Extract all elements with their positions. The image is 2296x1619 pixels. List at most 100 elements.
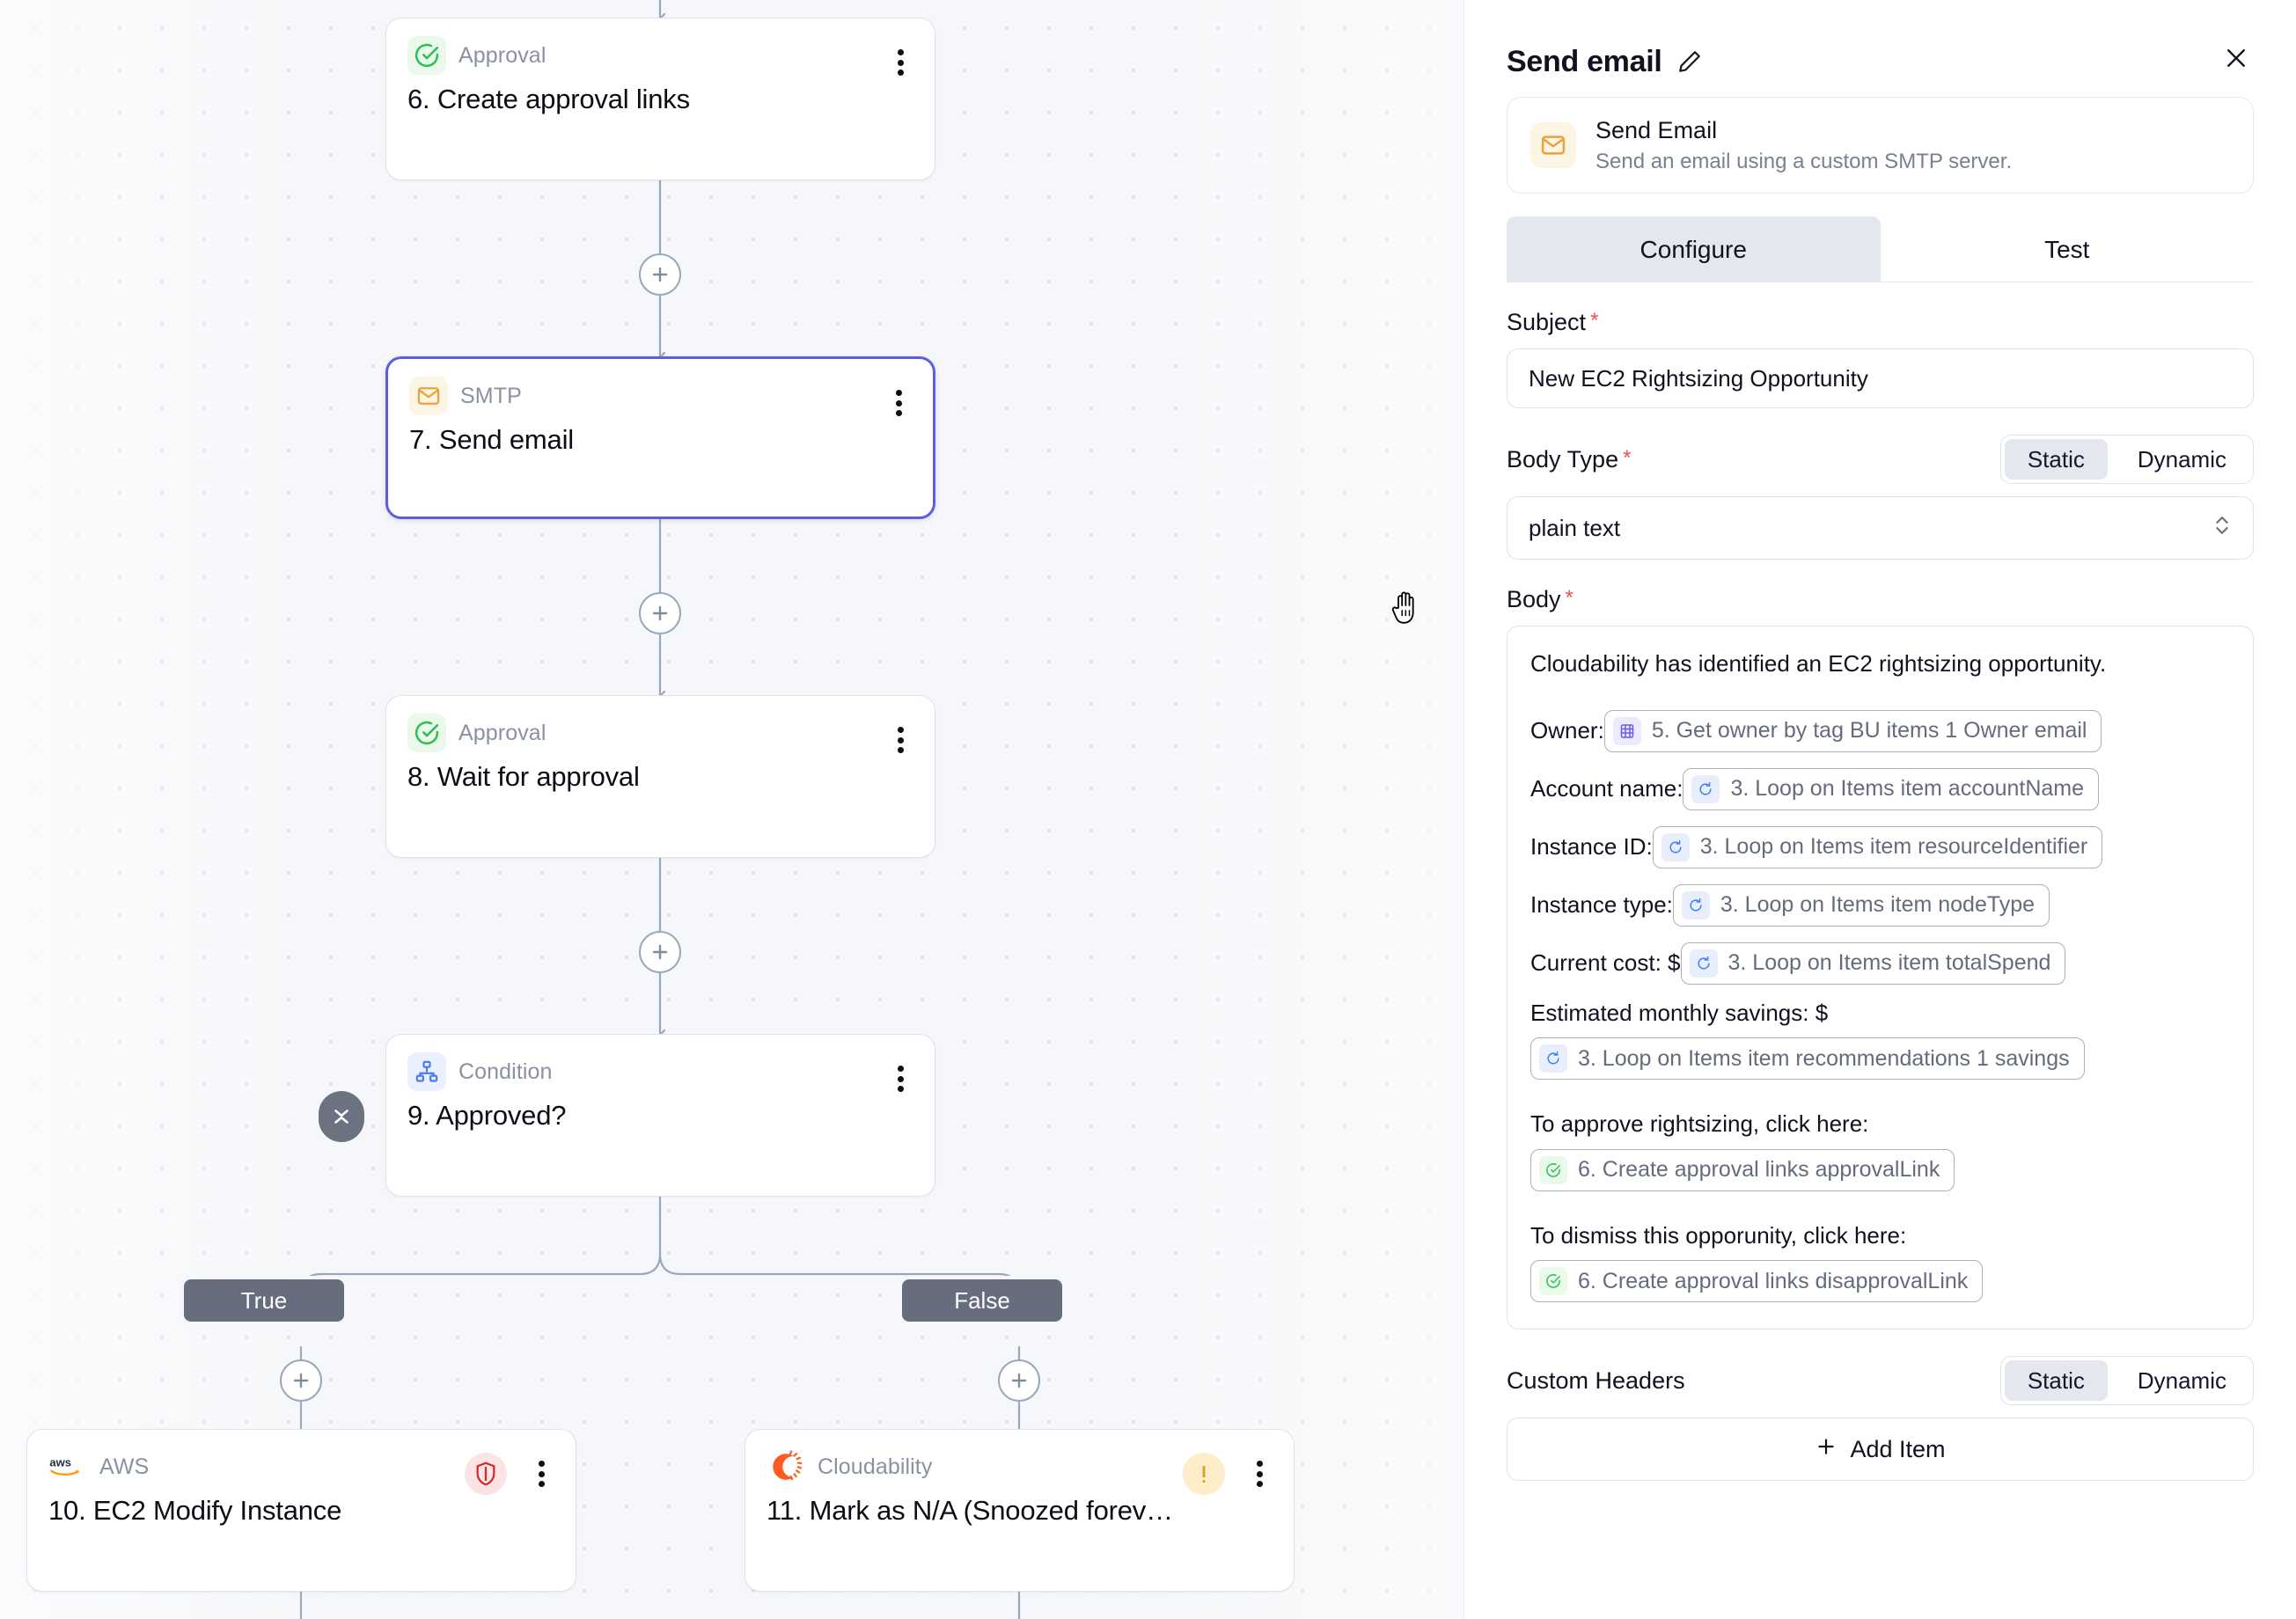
body-row-instance-id: Instance ID: 3. Loop on Items item resou…	[1530, 825, 2230, 868]
workflow-node-9[interactable]: Condition 9. Approved?	[385, 1034, 935, 1197]
body-intro-text: Cloudability has identified an EC2 right…	[1530, 650, 2107, 677]
body-row-label: Instance type:	[1530, 891, 1673, 918]
branch-label-false[interactable]: False	[899, 1276, 1066, 1325]
body-row-instance-type: Instance type: 3. Loop on Items item nod…	[1530, 883, 2230, 927]
body-type-select-value: plain text	[1529, 514, 1621, 541]
node-config-panel: Send email Send Email Send an email usin…	[1463, 0, 2296, 1619]
exclamation-alert-icon[interactable]	[1183, 1453, 1225, 1495]
dynamic-token-label: 5. Get owner by tag BU items 1 Owner ema…	[1651, 718, 2087, 743]
workflow-node-11[interactable]: Cloudability 11. Mark as N/A (Snoozed fo…	[745, 1429, 1295, 1592]
body-row-label: Current cost: $	[1530, 949, 1681, 976]
body-type-label-text: Body Type	[1507, 445, 1619, 473]
node-header: Cloudability	[745, 1430, 1294, 1484]
node-type-label: Approval	[458, 720, 546, 745]
dismiss-label: To dismiss this opporunity, click here:	[1530, 1221, 1907, 1249]
dynamic-token-node-type[interactable]: 3. Loop on Items item nodeType	[1672, 883, 2050, 927]
branch-label-true[interactable]: True	[180, 1276, 348, 1325]
node-header: aws AWS	[27, 1430, 576, 1484]
tab-test[interactable]: Test	[2044, 236, 2090, 263]
savings-label: Estimated monthly savings: $	[1530, 999, 1829, 1026]
add-step-button[interactable]	[280, 1359, 322, 1402]
custom-headers-label: Custom Headers	[1507, 1366, 1685, 1394]
envelope-icon	[409, 377, 448, 415]
dynamic-token-label: 3. Loop on Items item totalSpend	[1728, 950, 2051, 975]
action-summary-card: Send Email Send an email using a custom …	[1507, 97, 2254, 194]
node-menu-button[interactable]	[889, 1061, 912, 1096]
node-header: SMTP	[388, 359, 933, 415]
chevron-updown-icon	[2212, 512, 2232, 545]
node-menu-button[interactable]	[887, 385, 910, 421]
check-circle-icon	[407, 36, 446, 75]
body-label-text: Body	[1507, 586, 1561, 612]
approve-token-row: 6. Create approval links approvalLink	[1530, 1148, 2230, 1191]
subject-input[interactable]: New EC2 Rightsizing Opportunity	[1507, 348, 2254, 408]
dynamic-token-total-spend[interactable]: 3. Loop on Items item totalSpend	[1680, 941, 2066, 985]
body-type-label: Body Type*	[1507, 446, 1631, 473]
aws-logo-icon: aws	[48, 1447, 87, 1486]
add-item-button[interactable]: Add Item	[1507, 1418, 2254, 1481]
add-step-button[interactable]	[639, 253, 681, 296]
node-menu-button[interactable]	[530, 1456, 553, 1491]
dynamic-token-account-name[interactable]: 3. Loop on Items item accountName	[1683, 767, 2100, 810]
dynamic-token-owner-email[interactable]: 5. Get owner by tag BU items 1 Owner ema…	[1603, 709, 2102, 752]
node-header: Approval	[386, 696, 935, 752]
loop-icon	[1661, 832, 1690, 861]
dismiss-token-row: 6. Create approval links disapprovalLink	[1530, 1260, 2230, 1302]
node-type-label: Condition	[458, 1059, 553, 1084]
add-item-label: Add Item	[1850, 1435, 1946, 1462]
dynamic-token-resource-identifier[interactable]: 3. Loop on Items item resourceIdentifier	[1652, 825, 2103, 868]
workflow-node-6[interactable]: Approval 6. Create approval links	[385, 18, 935, 180]
dynamic-token-label: 3. Loop on Items item recommendations 1 …	[1578, 1045, 2070, 1071]
node-header: Condition	[386, 1035, 935, 1091]
workflow-node-10[interactable]: aws AWS 10. EC2 Modify Instance	[26, 1429, 576, 1592]
check-circle-icon	[1539, 1155, 1567, 1184]
shield-alert-icon[interactable]	[465, 1453, 507, 1495]
branch-label-text: True	[240, 1286, 288, 1314]
dynamic-token-label: 3. Loop on Items item nodeType	[1720, 892, 2036, 917]
panel-header: Send email	[1507, 0, 2254, 84]
tab-configure[interactable]: Configure	[1507, 216, 1881, 282]
add-step-button[interactable]	[639, 931, 681, 973]
workflow-canvas[interactable]: Approval 6. Create approval links SMTP 7…	[0, 0, 1463, 1619]
node-title: 6. Create approval links	[407, 84, 690, 114]
body-row-label: Instance ID:	[1530, 833, 1653, 860]
table-icon	[1612, 716, 1641, 745]
body-row-label: Account name:	[1530, 775, 1683, 802]
node-type-label: Approval	[458, 42, 546, 68]
envelope-icon	[1530, 122, 1576, 168]
action-description: Send an email using a custom SMTP server…	[1595, 149, 2013, 173]
required-marker: *	[1590, 309, 1599, 333]
body-type-mode-toggle: Static Dynamic	[1999, 435, 2254, 484]
action-name: Send Email	[1595, 116, 1718, 143]
node-menu-button[interactable]	[889, 45, 912, 80]
loop-icon	[1689, 949, 1718, 978]
body-editor[interactable]: Cloudability has identified an EC2 right…	[1507, 626, 2254, 1330]
body-type-select[interactable]: plain text	[1507, 496, 2254, 560]
body-type-static-option[interactable]: Static	[2004, 439, 2108, 480]
node-menu-button[interactable]	[1248, 1456, 1271, 1491]
dynamic-token-savings[interactable]: 3. Loop on Items item recommendations 1 …	[1530, 1037, 2085, 1080]
add-step-button[interactable]	[639, 592, 681, 634]
workflow-node-8[interactable]: Approval 8. Wait for approval	[385, 695, 935, 858]
dynamic-token-label: 6. Create approval links disapprovalLink	[1578, 1268, 1969, 1293]
body-type-label-row: Body Type* Static Dynamic	[1507, 435, 2254, 484]
loop-icon	[1691, 774, 1720, 803]
body-row-label: Owner:	[1530, 717, 1604, 744]
panel-tabs: Configure Test	[1507, 216, 2254, 282]
node-type-label: Cloudability	[818, 1454, 933, 1479]
add-step-button[interactable]	[998, 1359, 1040, 1402]
dynamic-token-approval-link[interactable]: 6. Create approval links approvalLink	[1530, 1148, 1955, 1191]
collapse-branch-button[interactable]	[319, 1091, 364, 1142]
body-type-dynamic-option[interactable]: Dynamic	[2137, 445, 2226, 473]
node-menu-button[interactable]	[889, 722, 912, 758]
loop-icon	[1539, 1044, 1567, 1073]
subject-label-row: Subject*	[1507, 309, 2254, 336]
close-icon[interactable]	[2219, 40, 2254, 76]
workflow-node-7[interactable]: SMTP 7. Send email	[385, 356, 935, 519]
check-circle-icon	[407, 714, 446, 752]
custom-headers-dynamic-option[interactable]: Dynamic	[2137, 1366, 2226, 1394]
custom-headers-static-option[interactable]: Static	[2004, 1360, 2108, 1401]
pencil-icon[interactable]	[1676, 48, 1703, 75]
dynamic-token-disapproval-link[interactable]: 6. Create approval links disapprovalLink	[1530, 1260, 1984, 1302]
